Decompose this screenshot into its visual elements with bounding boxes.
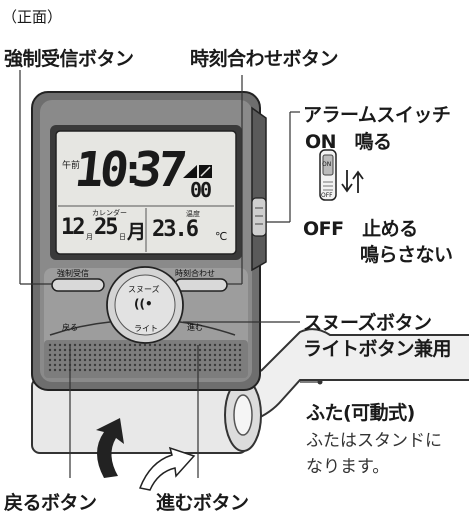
lcd-screen xyxy=(55,130,237,255)
back-callout: 戻るボタン xyxy=(4,492,97,514)
switch-off-marker: OFF xyxy=(321,192,333,199)
light-icon: ((• xyxy=(134,297,153,311)
month-display: 12 xyxy=(61,215,85,240)
down-arrow-icon xyxy=(341,170,353,193)
snooze-callout: スヌーズボタン xyxy=(303,312,432,334)
back-button-label: 戻る xyxy=(62,323,78,332)
month-unit: 月 xyxy=(86,233,93,241)
temperature-display: 23.6 xyxy=(152,217,199,242)
snooze-button-bottom-label: ライト xyxy=(134,324,158,333)
force-receive-btn-shape xyxy=(51,278,105,292)
time-set-button[interactable] xyxy=(175,279,227,291)
lid-callout: ふた(可動式) xyxy=(306,402,415,424)
day-display: 25 xyxy=(94,215,118,240)
force-receive-button[interactable] xyxy=(52,279,104,291)
time-set-button-label: 時刻合わせ xyxy=(175,269,215,278)
am-pm-indicator: 午前 xyxy=(62,161,81,171)
side-alarm-switch[interactable] xyxy=(251,197,267,237)
switch-on-marker: ON xyxy=(322,161,332,168)
seconds-display: 00 xyxy=(190,178,212,202)
lid-note-2: なります。 xyxy=(306,457,390,477)
force-receive-button-label: 強制受信 xyxy=(57,269,89,278)
force-receive-callout: 強制受信ボタン xyxy=(4,48,134,70)
calendar-label: カレンダー xyxy=(92,209,127,217)
snooze-button-top-label: スヌーズ xyxy=(128,285,160,294)
minute-display: 37 xyxy=(130,142,186,198)
alarm-off-callout-2: 鳴らさない xyxy=(360,244,453,266)
weekday-display: 月 xyxy=(127,221,147,243)
forward-button[interactable] xyxy=(180,320,235,340)
back-button[interactable] xyxy=(50,320,105,340)
forward-callout: 進むボタン xyxy=(156,492,249,514)
view-label: （正面） xyxy=(2,8,63,26)
signal-icon xyxy=(183,165,197,178)
snooze-callout-2: ライトボタン兼用 xyxy=(303,338,452,360)
snooze-button[interactable] xyxy=(107,267,183,343)
day-unit: 日 xyxy=(119,233,126,241)
temperature-label: 温度 xyxy=(186,210,200,218)
alarm-off-callout: OFF 止める xyxy=(303,218,418,240)
temperature-unit: ℃ xyxy=(215,230,228,243)
rotate-arrow-outline xyxy=(138,446,196,491)
time-set-callout: 時刻合わせボタン xyxy=(190,48,339,70)
lid-note-1: ふたはスタンドに xyxy=(306,431,442,451)
colon-display: : xyxy=(121,147,146,193)
up-arrow-icon xyxy=(352,170,364,193)
hour-display: 10 xyxy=(72,142,128,198)
forward-button-label: 進む xyxy=(187,323,203,332)
rotate-arrow-solid xyxy=(96,418,124,478)
alarm-switch-callout: アラームスイッチ xyxy=(303,104,451,126)
alarm-on-callout: ON 鳴る xyxy=(305,131,392,153)
